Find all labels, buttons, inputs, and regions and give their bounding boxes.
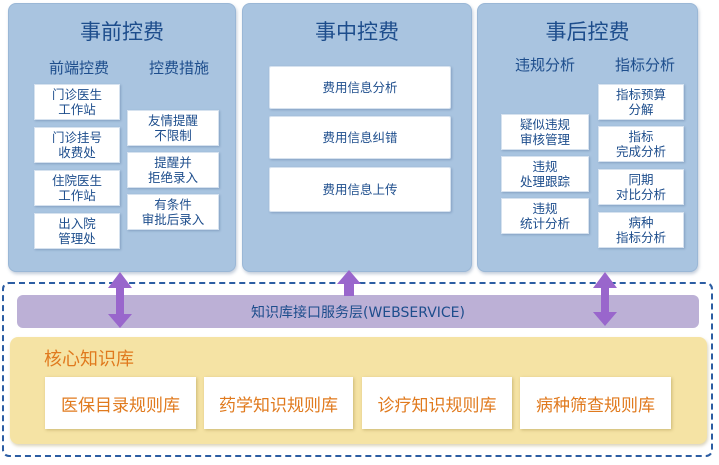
pre-col1-item: 门诊医生 工作站: [34, 84, 120, 120]
mid-item: 费用信息上传: [269, 167, 451, 212]
post-col1-heading: 违规分析: [514, 56, 575, 74]
service-layer-bar: 知识库接口服务层(WEBSERVICE): [17, 295, 699, 328]
mid-item: 费用信息纠错: [269, 116, 451, 159]
double-arrow-icon: [593, 272, 617, 326]
knowledge-item: 诊疗知识规则库: [362, 377, 512, 429]
post-col2-item: 同期 对比分析: [598, 169, 684, 205]
pre-control-panel: 事前控费 前端控费 控费措施 门诊医生 工作站 门诊挂号 收费处 住院医生 工作…: [8, 3, 236, 272]
pre-col1-item: 住院医生 工作站: [34, 170, 120, 206]
pre-col1-heading: 前端控费: [48, 59, 109, 77]
pre-col1-item: 门诊挂号 收费处: [34, 127, 120, 163]
post-col2-item: 指标预算 分解: [598, 84, 684, 120]
mid-item: 费用信息分析: [269, 66, 451, 109]
knowledge-item: 医保目录规则库: [45, 377, 196, 429]
pre-col2-item: 有条件 审批后录入: [127, 194, 219, 230]
post-col2-item: 病种 指标分析: [598, 212, 684, 248]
pre-control-title: 事前控费: [80, 20, 164, 44]
post-col1-item: 违规 统计分析: [501, 198, 589, 234]
double-arrow-icon: [108, 272, 132, 328]
pre-col1-item: 出入院 管理处: [34, 213, 120, 249]
mid-control-panel: 事中控费 费用信息分析 费用信息纠错 费用信息上传: [242, 3, 472, 272]
knowledge-item: 病种筛查规则库: [520, 377, 671, 429]
post-col1-item: 违规 处理跟踪: [501, 156, 589, 192]
post-control-panel: 事后控费 违规分析 指标分析 疑似违规 审核管理 违规 处理跟踪 违规 统计分析…: [477, 3, 698, 272]
knowledge-item: 药学知识规则库: [204, 377, 353, 429]
pre-col2-item: 提醒并 拒绝录入: [127, 152, 219, 188]
post-col2-heading: 指标分析: [614, 56, 675, 74]
up-arrow-icon: [337, 270, 361, 296]
pre-col2-heading: 控费措施: [148, 59, 209, 77]
mid-control-title: 事中控费: [315, 20, 399, 44]
post-col1-item: 疑似违规 审核管理: [501, 114, 589, 150]
post-col2-item: 指标 完成分析: [598, 126, 684, 162]
pre-col2-item: 友情提醒 不限制: [127, 110, 219, 146]
core-knowledge-panel: 核心知识库 医保目录规则库 药学知识规则库 诊疗知识规则库 病种筛查规则库: [10, 337, 707, 444]
post-control-title: 事后控费: [545, 20, 630, 44]
core-knowledge-title: 核心知识库: [44, 349, 134, 370]
